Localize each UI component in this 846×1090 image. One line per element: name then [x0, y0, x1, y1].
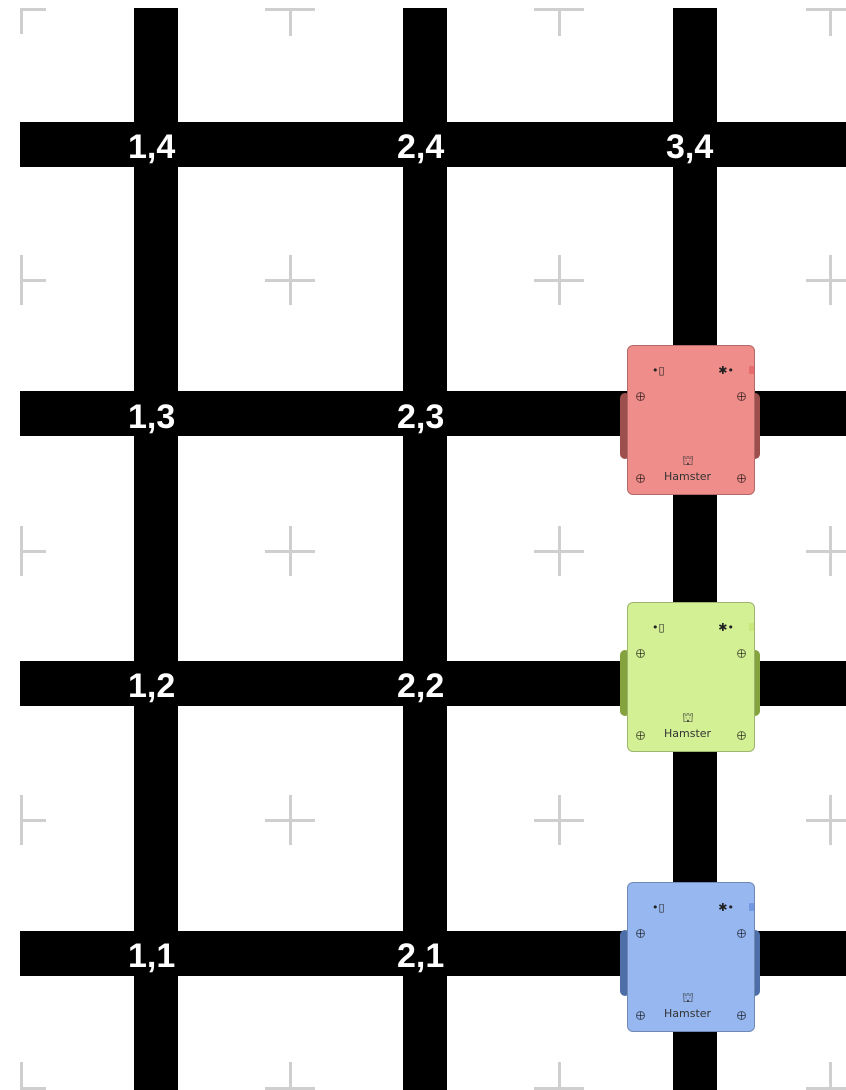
cross-marker [289, 795, 292, 845]
edge-marker [20, 819, 46, 822]
robot-body: •▯ ✱• ⛫ Hamster [627, 882, 755, 1032]
cross-marker [806, 819, 846, 822]
track-col-1 [134, 8, 178, 1090]
cross-marker [558, 255, 561, 305]
screw-icon [636, 474, 645, 483]
battery-icon: •▯ [652, 621, 665, 634]
screw-icon [636, 1011, 645, 1020]
screw-icon [737, 649, 746, 658]
screw-icon [737, 731, 746, 740]
brand-label: Hamster [664, 470, 711, 483]
label-1-2: 1,2 [128, 666, 175, 706]
label-1-3: 1,3 [128, 397, 175, 437]
bluetooth-icon: ✱• [718, 621, 734, 634]
t-marker [806, 8, 846, 11]
cross-marker [829, 255, 832, 305]
corner-marker [20, 8, 23, 34]
screw-icon [636, 649, 645, 658]
t-marker [289, 8, 292, 36]
cross-marker [806, 550, 846, 553]
hamster-logo-icon: ⛫ [682, 991, 694, 1008]
corner-marker [20, 1062, 23, 1090]
battery-icon: •▯ [652, 364, 665, 377]
led-indicator [749, 623, 754, 631]
screw-icon [737, 474, 746, 483]
cross-marker [289, 255, 292, 305]
cross-marker [829, 795, 832, 845]
bluetooth-icon: ✱• [718, 901, 734, 914]
corner-marker [20, 8, 46, 11]
label-1-4: 1,4 [128, 127, 175, 167]
track-col-2 [403, 8, 447, 1090]
label-1-1: 1,1 [128, 936, 175, 976]
cross-marker [558, 526, 561, 576]
led-indicator [749, 903, 754, 911]
battery-icon: •▯ [652, 901, 665, 914]
robot-green[interactable]: •▯ ✱• ⛫ Hamster [620, 602, 760, 754]
label-2-1: 2,1 [397, 936, 444, 976]
t-marker [829, 1062, 832, 1090]
robot-blue[interactable]: •▯ ✱• ⛫ Hamster [620, 882, 760, 1034]
robot-body: •▯ ✱• ⛫ Hamster [627, 345, 755, 495]
screw-icon [737, 1011, 746, 1020]
screw-icon [636, 731, 645, 740]
robot-body: •▯ ✱• ⛫ Hamster [627, 602, 755, 752]
t-marker [558, 1062, 561, 1090]
edge-marker [20, 550, 46, 553]
hamster-logo-icon: ⛫ [682, 454, 694, 471]
cross-marker [289, 526, 292, 576]
cross-marker [558, 795, 561, 845]
screw-icon [636, 929, 645, 938]
label-2-2: 2,2 [397, 666, 444, 706]
edge-marker [20, 279, 46, 282]
label-2-3: 2,3 [397, 397, 444, 437]
cross-marker [806, 279, 846, 282]
t-marker [558, 8, 561, 36]
t-marker [289, 1062, 292, 1090]
led-indicator [749, 366, 754, 374]
t-marker [829, 8, 832, 36]
hamster-logo-icon: ⛫ [682, 711, 694, 728]
screw-icon [737, 929, 746, 938]
bluetooth-icon: ✱• [718, 364, 734, 377]
robot-red[interactable]: •▯ ✱• ⛫ Hamster [620, 345, 760, 497]
brand-label: Hamster [664, 1007, 711, 1020]
label-2-4: 2,4 [397, 127, 444, 167]
screw-icon [636, 392, 645, 401]
label-3-4: 3,4 [666, 127, 713, 167]
cross-marker [829, 526, 832, 576]
brand-label: Hamster [664, 727, 711, 740]
screw-icon [737, 392, 746, 401]
